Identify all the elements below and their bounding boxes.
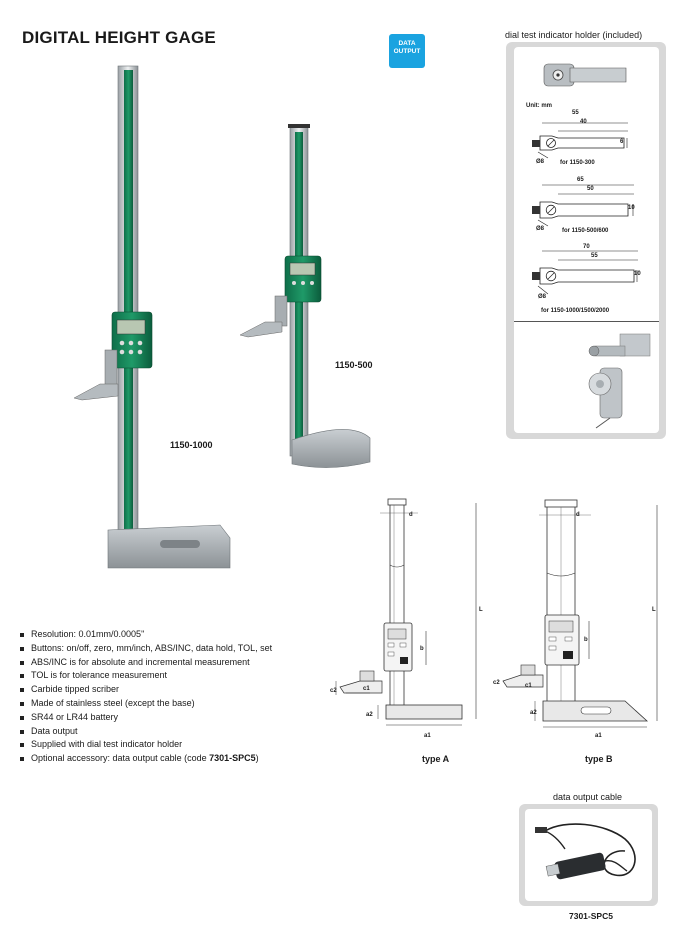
holder-divider xyxy=(514,321,659,322)
accessory-code: 7301-SPC5 xyxy=(209,753,256,764)
type-a-dim-a2: a2 xyxy=(366,712,373,718)
type-b-dim-a1: a1 xyxy=(595,733,602,739)
feature-item: Resolution: 0.01mm/0.0005" xyxy=(20,628,272,642)
data-output-badge: DATA OUTPUT xyxy=(389,34,425,68)
type-a-drawing xyxy=(335,498,477,726)
type-b-drawing xyxy=(502,499,658,728)
feature-item: Carbide tipped scriber xyxy=(20,683,272,697)
accessory-prefix: Optional accessory: data output cable (c… xyxy=(31,753,210,764)
feature-item: Data output xyxy=(20,725,272,739)
holder-diagram-2 xyxy=(532,184,634,227)
model-label-small: 1150-500 xyxy=(335,360,373,370)
type-b-dim-c2: c2 xyxy=(493,680,500,686)
dim-outer-3: 70 xyxy=(583,244,590,250)
feature-item: Supplied with dial test indicator holder xyxy=(20,738,272,752)
type-a-dim-c2: c2 xyxy=(330,688,337,694)
type-b-dim-a2: a2 xyxy=(530,710,537,716)
dim-inner-3: 55 xyxy=(591,253,598,259)
dim-hole-1: Ø8 xyxy=(536,159,545,165)
type-a-dim-b: b xyxy=(420,646,424,652)
dim-hole-3: Ø8 xyxy=(538,294,547,300)
type-b-dim-L: L xyxy=(652,607,656,613)
badge-line1: DATA xyxy=(398,40,416,47)
type-a-dim-a1: a1 xyxy=(424,733,431,739)
holder-panel xyxy=(514,47,659,433)
type-b-dim-b: b xyxy=(584,637,588,643)
holder-title: dial test indicator holder (included) xyxy=(505,30,643,40)
dim-thickness-1: 6 xyxy=(620,139,624,145)
page-title: DIGITAL HEIGHT GAGE xyxy=(22,28,216,47)
dim-outer-2: 65 xyxy=(577,177,584,183)
holder-for-1: for 1150-300 xyxy=(560,160,595,166)
feature-item: Made of stainless steel (except the base… xyxy=(20,697,272,711)
feature-item: SR44 or LR44 battery xyxy=(20,711,272,725)
type-a-dim-L: L xyxy=(479,607,483,613)
cable-photo xyxy=(535,823,636,880)
holder-mounted-photo xyxy=(588,333,651,429)
type-b-dim-c1: c1 xyxy=(525,683,532,689)
type-b-dim-d: d xyxy=(576,512,580,518)
feature-item: Buttons: on/off, zero, mm/inch, ABS/INC,… xyxy=(20,642,272,656)
type-b-label: type B xyxy=(585,754,613,764)
badge-line2: OUTPUT xyxy=(393,48,421,55)
dim-inner-1: 40 xyxy=(580,119,587,125)
accessory-suffix: ) xyxy=(255,753,259,764)
product-illustration xyxy=(73,65,371,569)
feature-item: ABS/INC is for absolute and incremental … xyxy=(20,656,272,670)
holder-for-2: for 1150-500/600 xyxy=(562,228,609,234)
dim-thickness-2: 10 xyxy=(628,205,635,211)
holder-photo xyxy=(543,63,627,87)
cable-title: data output cable xyxy=(553,792,623,802)
cable-code: 7301-SPC5 xyxy=(569,911,613,921)
dim-inner-2: 50 xyxy=(587,186,594,192)
feature-item: TOL is for tolerance measurement xyxy=(20,669,272,683)
height-gage-1150-500 xyxy=(239,124,371,468)
dim-thickness-3: 10 xyxy=(634,271,641,277)
dim-outer-1: 55 xyxy=(572,110,579,116)
feature-item-accessory: Optional accessory: data output cable (c… xyxy=(20,752,272,766)
holder-diagram-1 xyxy=(532,122,628,159)
type-a-dim-c1: c1 xyxy=(363,686,370,692)
holder-diagram-3 xyxy=(532,250,638,295)
model-label-large: 1150-1000 xyxy=(170,440,213,450)
feature-list: Resolution: 0.01mm/0.0005" Buttons: on/o… xyxy=(20,628,272,766)
dim-hole-2: Ø8 xyxy=(536,226,545,232)
height-gage-1150-1000 xyxy=(73,65,231,569)
holder-unit: Unit: mm xyxy=(526,103,552,109)
type-a-label: type A xyxy=(422,754,450,764)
holder-for-3: for 1150-1000/1500/2000 xyxy=(541,308,610,314)
type-a-dim-d: d xyxy=(409,512,413,518)
